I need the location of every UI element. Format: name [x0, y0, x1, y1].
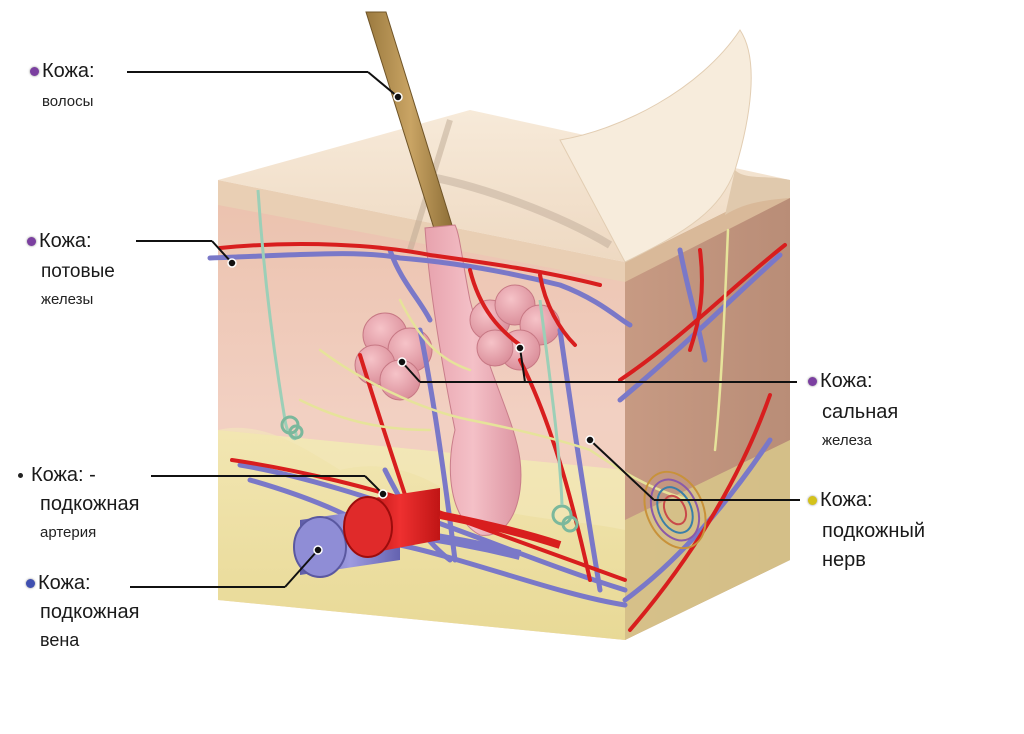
label-vein-line2: подкожная	[40, 601, 140, 623]
label-sweat-sub: железы	[41, 290, 94, 308]
label-subcutaneous-nerve: Кожа: подкожный нерв	[808, 489, 925, 572]
label-artery-sub: артерия	[40, 524, 97, 541]
label-vein-sub: вена	[40, 630, 80, 650]
purple-dot-icon	[30, 67, 39, 76]
yellow-dot-icon	[808, 496, 817, 505]
hair-follicle	[424, 224, 522, 536]
label-hair: Кожа: волосы	[30, 60, 95, 110]
label-sebaceous-head: Кожа:	[820, 370, 873, 392]
label-sebaceous-gland: Кожа: сальная железа	[808, 370, 898, 449]
leader-dots	[227, 92, 595, 555]
label-vein-head: Кожа:	[38, 572, 91, 594]
label-sebaceous-line2: сальная	[822, 401, 899, 423]
label-nerve-sub: нерв	[822, 549, 866, 571]
purple-dot-icon	[808, 377, 817, 386]
nerve-corpuscle	[643, 470, 707, 550]
purple-dot-icon	[27, 237, 36, 246]
label-hair-head: Кожа:	[42, 60, 95, 82]
label-nerve-line2: подкожный	[822, 520, 926, 542]
black-dot-icon	[18, 473, 23, 478]
label-sweat-line2: потовые	[41, 261, 115, 282]
label-nerve-head: Кожа:	[820, 489, 873, 511]
label-sweat-head: Кожа:	[39, 230, 92, 252]
label-artery-head: Кожа: -	[31, 464, 96, 486]
leader-lines	[127, 71, 800, 588]
label-sebaceous-sub: железа	[822, 432, 872, 449]
label-artery-line2: подкожная	[40, 493, 140, 515]
label-subcutaneous-artery: Кожа: - подкожная артерия	[18, 464, 139, 541]
blue-dot-icon	[26, 579, 35, 588]
subcutaneous-artery-tube	[343, 488, 562, 558]
label-hair-sub: волосы	[42, 93, 94, 110]
label-subcutaneous-vein: Кожа: подкожная вена	[26, 572, 139, 651]
label-sweat-glands: Кожа: потовые железы	[27, 230, 115, 308]
sweat-gland	[256, 189, 579, 533]
